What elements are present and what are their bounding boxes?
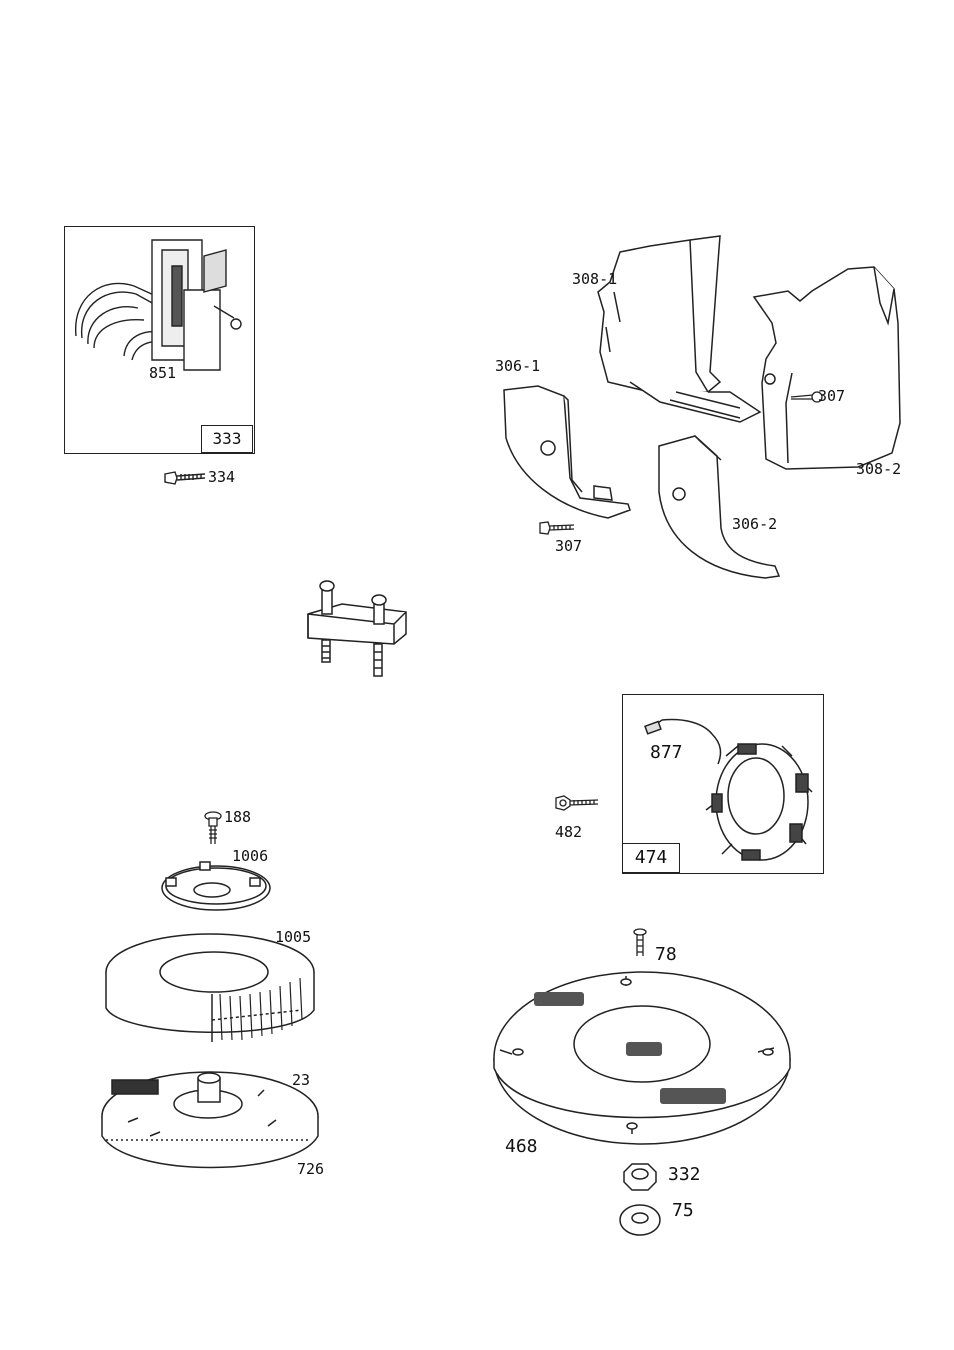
part-tag-333: 333	[201, 425, 253, 453]
flywheel-726-drawing	[98, 1060, 320, 1178]
screw-482-icon	[554, 794, 600, 812]
screw-78-icon	[632, 928, 648, 960]
part-label-877: 877	[650, 742, 683, 763]
fan-retainer-1006-drawing	[160, 856, 276, 916]
part-label-334: 334	[208, 468, 235, 486]
fan-1005-drawing	[102, 930, 318, 1054]
part-label-306-1: 306-1	[495, 357, 540, 375]
screw-334-icon	[163, 470, 207, 486]
part-label-75: 75	[672, 1200, 694, 1221]
part-label-188: 188	[224, 808, 251, 826]
part-label-307-lower: 307	[555, 537, 582, 555]
part-label-1005: 1005	[275, 928, 311, 946]
shield-306-1-drawing	[498, 378, 638, 518]
part-tag-474: 474	[622, 843, 680, 873]
washer-75-icon	[616, 1200, 664, 1238]
screw-307-lower-icon	[538, 520, 576, 536]
part-label-1006: 1006	[232, 847, 268, 865]
part-label-851: 851	[149, 364, 176, 382]
part-label-468: 468	[505, 1136, 538, 1157]
part-label-307-upper: 307	[818, 387, 845, 405]
part-label-482: 482	[555, 823, 582, 841]
part-label-726: 726	[297, 1160, 324, 1178]
plate-468-drawing	[490, 964, 800, 1148]
mounting-bracket-drawing	[302, 578, 410, 684]
part-label-332: 332	[668, 1164, 701, 1185]
part-label-78: 78	[655, 944, 677, 965]
nut-332-icon	[620, 1160, 660, 1194]
armature-drawing	[64, 226, 254, 452]
part-label-308-1: 308-1	[572, 270, 617, 288]
screw-188-icon	[203, 810, 225, 846]
part-label-306-2: 306-2	[732, 515, 777, 533]
part-label-23: 23	[292, 1071, 310, 1089]
shield-306-2-drawing	[655, 432, 785, 582]
part-label-308-2: 308-2	[856, 460, 901, 478]
